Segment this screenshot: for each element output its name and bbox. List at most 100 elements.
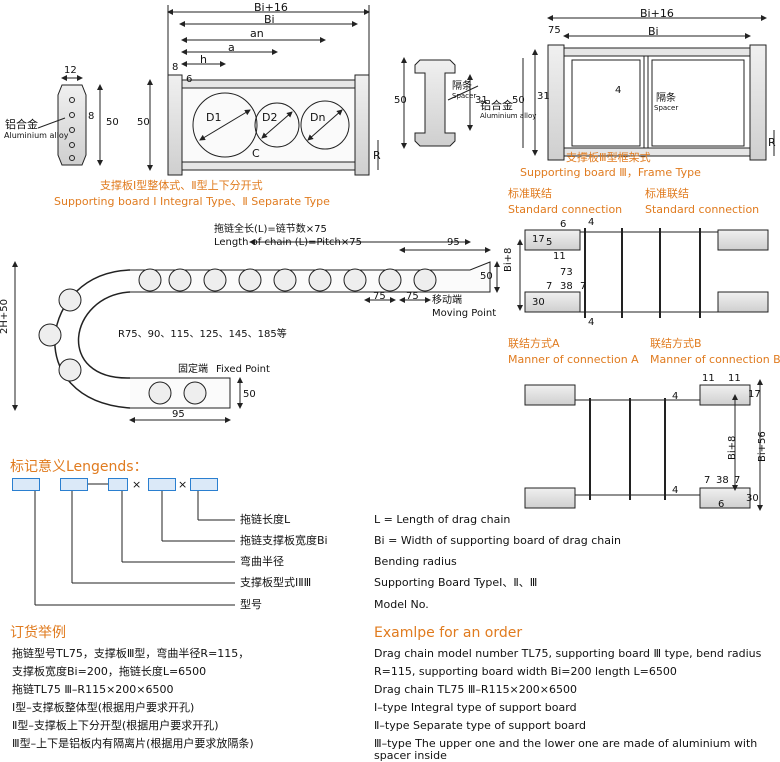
chain-dim-95-bot: 95 [172,409,185,420]
b2-c: C [252,147,260,160]
b3-dim-31: 31 [475,95,488,106]
conn-std-dim-bi8: Bi+8 [503,247,514,272]
conn-a-cn: 联结方式A [508,337,560,350]
b2-caption-cn: 支撑板Ⅰ型整体式、Ⅱ型上下分开式 [100,179,263,192]
conn-a-en: Manner of connection A [508,353,639,366]
chain-dim-75-b: 75 [406,291,419,302]
order-en-line-1: R=115, supporting board width Bi=200 len… [374,665,677,678]
legend-title: 标记意义Lengends： [10,459,148,475]
chain-dim-50-top: 50 [480,271,493,282]
conn-std-dim-7a: 7 [546,281,553,292]
conn-ab-dim-6: 6 [718,499,725,510]
b2-dim-50: 50 [137,117,150,128]
b4-caption-en: Supporting board Ⅲ，Frame Type [520,166,701,179]
legend-cn-4: 型号 [240,598,262,611]
b4-r: R [768,136,776,149]
b2-dim-an: an [250,27,264,40]
conn-ab-dim-11b: 11 [728,373,741,384]
conn-std-cn-a: 标准联结 [508,187,552,200]
b2-dim-bi16: Bi+16 [254,1,288,14]
connection-standard [517,228,769,318]
legend-en-3: Supporting Board TypeⅠ、Ⅱ、Ⅲ [374,576,538,589]
b4-spacer-cn: 隔条 [656,93,676,104]
conn-ab-dim-7b: 7 [734,475,741,486]
b2-d2: D2 [262,111,278,124]
chain-length-en: Length of chain (L)=Pitch×75 [214,237,362,248]
b4-dim-bi: Bi [648,25,659,38]
b2-caption-en: Supporting board Ⅰ Integral Type、Ⅱ Separ… [54,195,330,208]
chain-side-view [12,239,500,423]
chain-dim-95-top: 95 [447,237,460,248]
board-profile-small [37,75,103,166]
b2-dim-a: a [228,41,235,54]
conn-std-dim-7b: 7 [580,281,587,292]
conn-std-dim-17: 17 [532,234,545,245]
conn-b-cn: 联结方式B [650,337,702,350]
order-en-line-4: Ⅱ–type Separate type of support board [374,719,586,732]
legend-en-0: L = Length of drag chain [374,513,511,526]
legend-cn-3: 支撑板型式ⅠⅡⅢ [240,576,312,589]
conn-ab-dim-38: 38 [716,475,729,486]
conn-ab-dim-4-bot: 4 [672,485,679,496]
conn-std-dim-5: 5 [546,237,553,248]
chain-fixed-cn: 固定端 [178,364,208,375]
conn-ab-dim-11a: 11 [702,373,715,384]
b1-material-en: Aluminium alloy [4,131,69,140]
order-en-line-0: Drag chain model number TL75, supporting… [374,647,762,660]
order-en-line-3: Ⅰ–type Integral type of support board [374,701,577,714]
b2-dim-h: h [200,53,207,66]
b1-dim-12: 12 [64,65,77,76]
order-en-line-5: Ⅲ–type The upper one and the lower one a… [374,737,758,750]
order-cn-line-2: 拖链TL75 Ⅲ–R115×200×6500 [12,683,174,696]
legend-en-4: Model No. [374,598,429,611]
chain-dim-2h50: 2H+50 [0,299,10,334]
b3-spacer-cn: 隔条 [452,81,472,92]
board-profile-frame [401,57,479,149]
chain-moving-cn: 移动端 [432,295,462,306]
conn-std-dim-30: 30 [532,297,545,308]
b4-spacer-en: Spacer [654,104,679,112]
conn-std-dim-4-top: 4 [588,217,595,228]
legend-cn-0: 拖链长度L [240,513,291,526]
conn-ab-dim-bi8: Bi+8 [727,435,738,460]
legend-box-length [190,478,218,491]
chain-radius: R75、90、115、125、145、185等 [118,329,287,340]
chain-fixed-en: Fixed Point [216,364,270,375]
b1-dim-50: 50 [106,117,119,128]
chain-dim-50-bot: 50 [243,389,256,400]
legend-en-2: Bending radius [374,555,457,568]
b2-dim-bi: Bi [264,13,275,26]
order-cn-line-4: Ⅱ型–支撑板上下分开型(根据用户要求开孔) [12,719,219,732]
order-cn-line-0: 拖链型号TL75，支撑板Ⅲ型，弯曲半径R=115， [12,647,250,660]
order-cn-line-3: Ⅰ型–支撑板整体型(根据用户要求开孔) [12,701,195,714]
conn-b-en: Manner of connection B [650,353,780,366]
order-en-title: Examlpe for an order [374,625,523,641]
b1-material-cn: 铝合金 [5,118,38,131]
legend-en-1: Bi = Width of supporting board of drag c… [374,534,621,547]
b3-material-cn: 铝合金 [480,99,513,112]
b2-dn: Dn [310,111,326,124]
b2-dim-8: 8 [172,62,179,73]
b4-dim-75: 75 [548,25,561,36]
order-cn-line-1: 支撑板宽度Bi=200，拖链长度L=6500 [12,665,207,678]
chain-dim-75-a: 75 [373,291,386,302]
b4-dim-bi16: Bi+16 [640,7,674,20]
conn-std-en-a: Standard connection [508,203,623,216]
legend-leaders [34,483,235,606]
conn-std-dim-4-bot: 4 [588,317,595,328]
board-front-integral [147,5,379,176]
legend-box-type [60,478,88,491]
chain-moving-en: Moving Point [432,308,497,319]
order-en-line-2: Drag chain TL75 Ⅲ–R115×200×6500 [374,683,577,696]
board-front-frame [522,15,775,161]
legend-cn-1: 拖链支撑板宽度Bi [240,534,328,547]
conn-std-dim-73: 73 [560,267,573,278]
conn-ab-dim-17: 17 [748,389,761,400]
conn-std-cn-b: 标准联结 [645,187,689,200]
b4-dim-4: 4 [615,85,622,96]
conn-ab-dim-bi56: Bi+56 [757,431,768,462]
legend-cn-2: 弯曲半径 [240,555,284,568]
legend-cross-b: × [178,478,188,491]
conn-ab-dim-7a: 7 [704,475,711,486]
